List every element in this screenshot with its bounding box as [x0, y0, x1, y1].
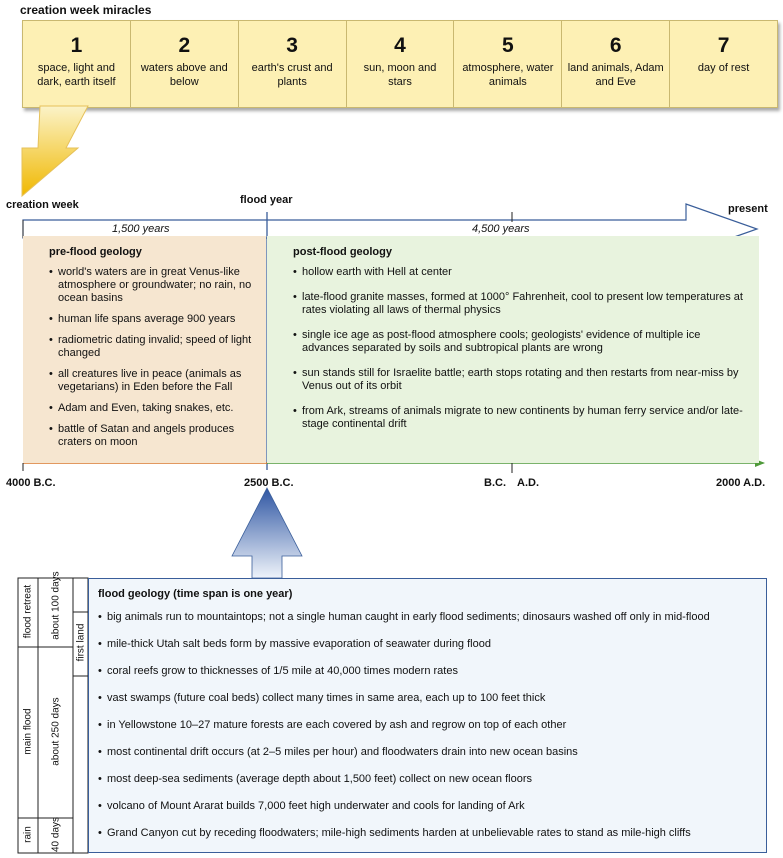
pre-flood-heading: pre-flood geology — [49, 246, 142, 258]
day-description: sun, moon and stars — [363, 62, 437, 88]
day-7: 7 day of rest — [670, 21, 777, 107]
list-item: world's waters are in great Venus-like a… — [49, 266, 256, 305]
list-item: single ice age as post-flood atmosphere … — [293, 329, 749, 355]
list-item: coral reefs grow to thicknesses of 1/5 m… — [98, 665, 766, 678]
creation-days-row: 1 space, light and dark, earth itself 2 wa… — [22, 20, 778, 108]
date-flood: 2500 B.C. — [244, 477, 294, 489]
pre-flood-panel: pre-flood geology world's waters are in … — [23, 236, 266, 463]
day-number: 4 — [394, 34, 406, 57]
day-6: 6 land animals, Adam and Eve — [562, 21, 671, 107]
list-item: radiometric dating invalid; speed of lig… — [49, 334, 256, 360]
day-description: atmosphere, water animals — [462, 62, 554, 88]
list-item: mile-thick Utah salt beds form by massiv… — [98, 638, 766, 651]
flood-pointer-arrow — [231, 487, 303, 579]
day-number: 2 — [178, 34, 191, 57]
phase-rain-duration: 40 days — [50, 816, 62, 853]
phase-flood-retreat: flood retreat — [22, 584, 34, 639]
day-description: land animals, Adam and Eve — [567, 62, 664, 88]
day-number: 5 — [502, 34, 514, 57]
day-1: 1 space, light and dark, earth itself — [23, 21, 131, 107]
list-item: most deep-sea sediments (average depth a… — [98, 773, 766, 786]
day-description: waters above and below — [140, 62, 228, 88]
list-item: hollow earth with Hell at center — [293, 266, 749, 279]
day-description: day of rest — [697, 62, 750, 74]
list-item: volcano of Mount Ararat builds 7,000 fee… — [98, 800, 766, 813]
list-item: vast swamps (future coal beds) collect m… — [98, 692, 766, 705]
post-flood-heading: post-flood geology — [293, 246, 392, 258]
day-3: 3 earth's crust and plants — [239, 21, 347, 107]
list-item: late-flood granite masses, formed at 100… — [293, 291, 749, 317]
day-number: 7 — [717, 34, 730, 57]
creation-week-label: creation week — [6, 199, 79, 211]
day-4: 4 sun, moon and stars — [347, 21, 455, 107]
pre-span-label: 1,500 years — [112, 223, 170, 235]
post-span-label: 4,500 years — [472, 223, 530, 235]
phase-scale — [17, 577, 89, 854]
phase-main-flood: main flood — [22, 708, 34, 755]
list-item: big animals run to mountaintops; not a s… — [98, 611, 766, 624]
creation-funnel-arrow — [21, 105, 89, 198]
day-number: 6 — [609, 34, 622, 57]
day-number: 3 — [286, 34, 298, 57]
flood-heading: flood geology (time span is one year) — [98, 588, 293, 600]
first-land-label: first land — [75, 623, 87, 662]
phase-rain: rain — [22, 826, 34, 843]
day-5: 5 atmosphere, water animals — [454, 21, 563, 107]
list-item: Adam and Even, taking snakes, etc. — [49, 402, 256, 415]
list-item: sun stands still for Israelite battle; e… — [293, 367, 749, 393]
list-item: Grand Canyon cut by receding floodwaters… — [98, 827, 766, 840]
flood-geology-panel: flood geology (time span is one year) bi… — [88, 578, 767, 853]
list-item: battle of Satan and angels produces crat… — [49, 423, 256, 449]
phase-main-duration: about 250 days — [50, 697, 62, 766]
list-item: from Ark, streams of animals migrate to … — [293, 405, 749, 431]
post-flood-panel: post-flood geology hollow earth with Hel… — [267, 236, 759, 463]
day-2: 2 waters above and below — [131, 21, 239, 107]
day-description: earth's crust and plants — [251, 62, 333, 88]
day-description: space, light and dark, earth itself — [37, 62, 116, 88]
date-start: 4000 B.C. — [6, 477, 56, 489]
list-item: all creatures live in peace (animals as … — [49, 368, 256, 394]
list-item: human life spans average 900 years — [49, 313, 256, 326]
list-item: most continental drift occurs (at 2–5 mi… — [98, 746, 766, 759]
day-number: 1 — [70, 34, 83, 57]
creation-week-title: creation week miracles — [20, 3, 152, 17]
date-end: 2000 A.D. — [716, 477, 766, 489]
date-ad: A.D. — [517, 477, 539, 489]
present-label: present — [728, 203, 768, 215]
list-item: in Yellowstone 10–27 mature forests are … — [98, 719, 766, 732]
flood-year-label: flood year — [240, 194, 293, 206]
phase-retreat-duration: about 100 days — [50, 571, 62, 640]
date-bc: B.C. — [484, 477, 506, 489]
